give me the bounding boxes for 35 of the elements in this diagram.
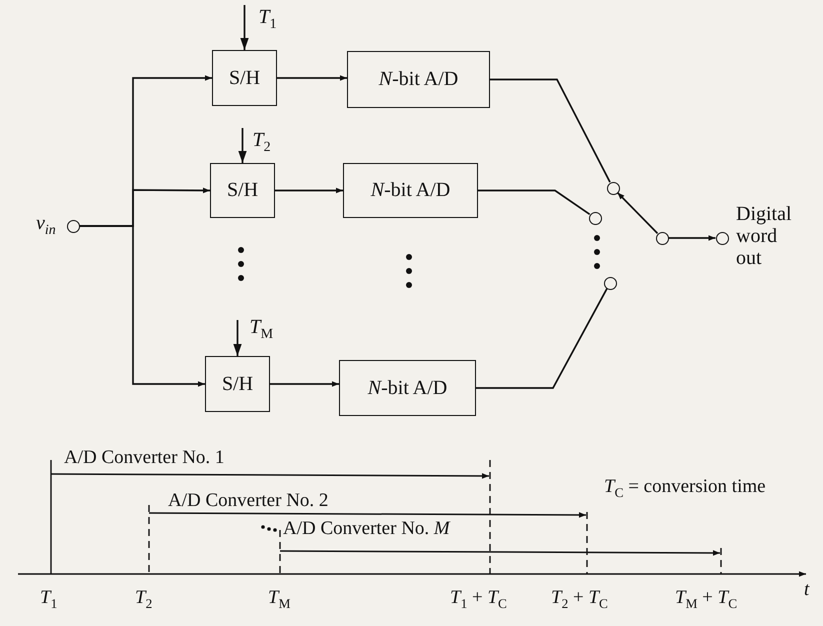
arrow: [277, 75, 347, 81]
arrow: [668, 235, 716, 241]
switch-pivot: [656, 232, 668, 244]
switch-contact: [588, 212, 602, 224]
signal-label: v$_{in}$: [36, 212, 56, 238]
duration-label: A/D Converter No. 2: [168, 491, 328, 512]
clock-arrow: [240, 5, 249, 50]
time-label: T$_{2}$ + T$_{C}$: [551, 588, 608, 612]
connector-line: [476, 288, 608, 389]
time-label: T$_{M}$: [268, 588, 290, 612]
connector-line: [490, 78, 611, 183]
legend-note: T$_{C}$ = conversion time: [604, 477, 766, 500]
time-label: T$_{2}$: [135, 588, 152, 612]
duration-label: A/D Converter No. 1: [64, 448, 224, 469]
time-label: T$_{1}$ + T$_{C}$: [450, 588, 507, 612]
converter-block: N-bit A/D: [343, 163, 478, 218]
converter-block: N-bit A/D: [339, 360, 476, 416]
arrow: [80, 225, 205, 387]
clock-arrow: [238, 128, 247, 163]
sample-hold-block: S/H: [205, 356, 270, 412]
time-label: T$_{1}$: [40, 588, 58, 612]
arrow: [270, 381, 339, 387]
converter-block: N-bit A/D: [347, 51, 490, 108]
switch-contact: [606, 182, 620, 194]
arrow: [275, 188, 343, 194]
clock-arrow: [233, 320, 242, 356]
switch-contact: [604, 276, 616, 290]
output-label: Digital word out: [736, 203, 793, 269]
axis-label: t: [804, 580, 810, 601]
sample-hold-block: S/H: [212, 50, 277, 106]
sample-hold-block: S/H: [210, 163, 275, 218]
time-label: T$_{M}$ + T$_{C}$: [675, 588, 738, 612]
duration-label: A/D Converter No. M: [283, 519, 450, 540]
connector-line: [478, 190, 590, 215]
arrow: [616, 192, 658, 234]
